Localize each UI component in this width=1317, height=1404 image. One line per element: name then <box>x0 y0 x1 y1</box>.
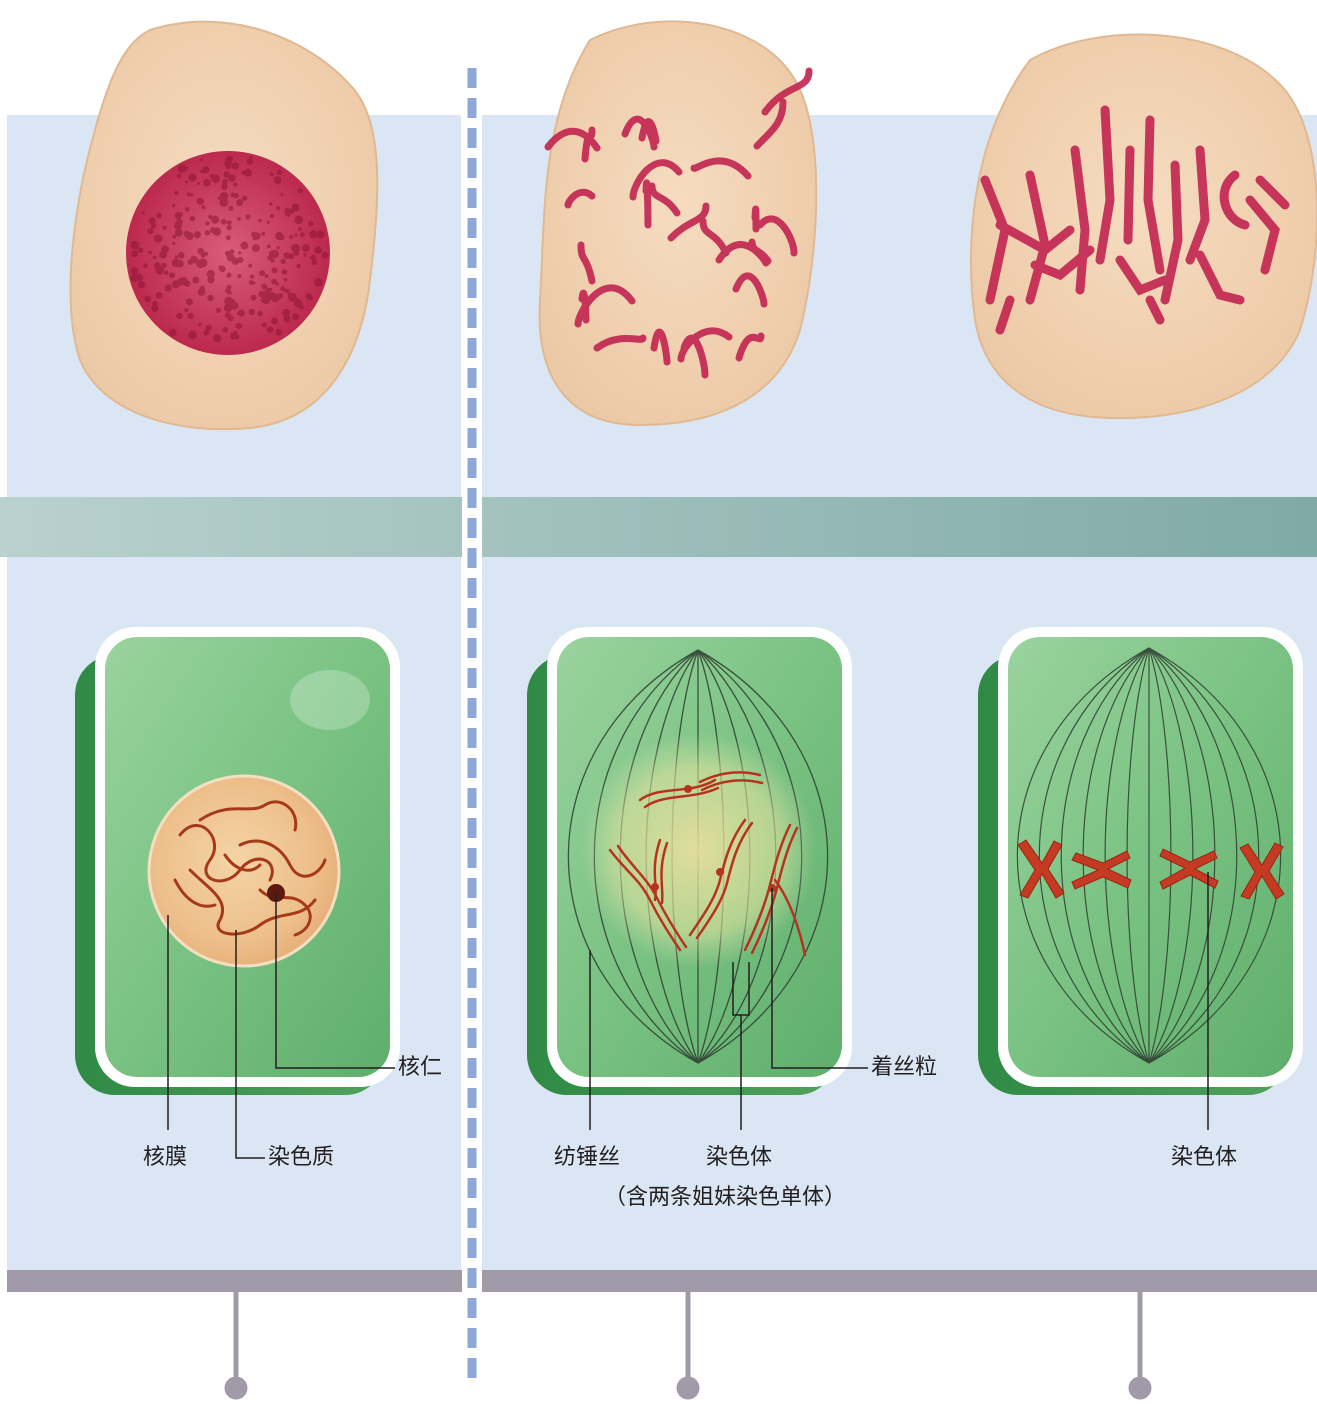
label-spindle-fiber: 纺锤丝 <box>554 1147 620 1169</box>
label-centromere: 着丝粒 <box>871 1057 937 1079</box>
micrograph-prophase <box>540 21 817 425</box>
centromere-point <box>684 785 692 793</box>
micrograph-metaphase <box>971 35 1317 419</box>
label-sister-chromatids-note: （含两条姐妹染色单体） <box>604 1187 846 1209</box>
circle-pin-icon <box>677 1377 699 1399</box>
circle-pin-icon <box>225 1377 247 1399</box>
divider <box>462 68 482 1380</box>
micrograph-interphase <box>71 22 378 429</box>
circle-pin-icon <box>1129 1377 1151 1399</box>
plant-cell-metaphase <box>978 627 1303 1095</box>
plant-cell-prophase <box>527 627 852 1095</box>
band <box>0 497 1317 557</box>
bottom-bar <box>7 1270 1317 1292</box>
label-chromatin: 染色质 <box>268 1147 334 1169</box>
plant-cell-interphase <box>75 627 400 1095</box>
label-nuclear-membrane: 核膜 <box>143 1147 187 1169</box>
label-nucleolus: 核仁 <box>398 1057 442 1079</box>
stage-markers <box>225 1292 1151 1399</box>
label-chromosome-mid: 染色体 <box>706 1147 772 1169</box>
label-chromosome-right: 染色体 <box>1171 1147 1237 1169</box>
